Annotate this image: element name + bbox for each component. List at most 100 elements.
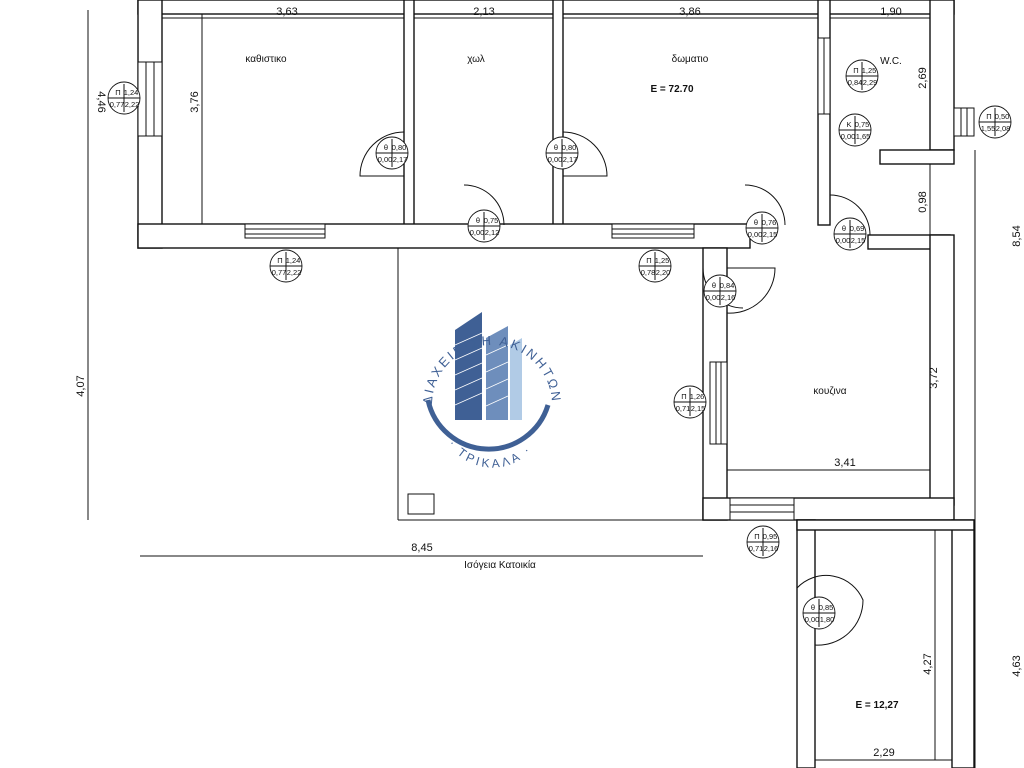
room-living: καθιστικο (245, 54, 287, 65)
opening-tag-width: 0,80 (562, 143, 577, 152)
window-kitchen-bottom (729, 497, 795, 521)
opening-tag-sill: 0,71 (749, 544, 764, 553)
room-labels: καθιστικο χωλ δωματιο E = 72.70 W.C. κου… (245, 54, 901, 711)
opening-tag-sill: 0,00 (706, 293, 721, 302)
opening-tag-type: Π (277, 256, 282, 265)
opening-tag-sill: 0,77 (110, 100, 125, 109)
opening-tag-width: 1,26 (690, 392, 705, 401)
dim-main-width: 8,45 (411, 542, 432, 554)
room-bedroom: δωματιο (672, 54, 709, 65)
opening-tag-sill: 0,78 (641, 268, 656, 277)
opening-tag-width: 1,24 (124, 88, 139, 97)
window-wc-right (953, 107, 975, 137)
dim-annex-width: 2,29 (873, 747, 894, 759)
opening-tag-sill: 0,00 (378, 155, 393, 164)
opening-tag-sill: 0,00 (548, 155, 563, 164)
window-wc-left (817, 37, 831, 115)
opening-tag-height: 2,17 (563, 155, 578, 164)
opening-tag-type: θ (384, 143, 388, 152)
opening-tag-type: θ (811, 603, 815, 612)
opening-tag-type: Π (853, 66, 858, 75)
opening-tag-width: 1,24 (286, 256, 301, 265)
opening-tag-width: 0,76 (762, 218, 777, 227)
opening-tag-height: 2,16 (764, 544, 779, 553)
opening-tag-type: Κ (846, 120, 851, 129)
opening-tag-sill: 0,71 (676, 404, 691, 413)
opening-tag-height: 2,15 (763, 230, 778, 239)
opening-tag-height: 2,29 (863, 78, 878, 87)
opening-tag-type: Π (681, 392, 686, 401)
opening-tag-width: 1,25 (862, 66, 877, 75)
dim-wc-depth: 2,69 (917, 67, 929, 88)
opening-tag-type: Π (986, 112, 991, 121)
dim-hall-width: 2,13 (473, 6, 494, 18)
opening-tag-height: 2,20 (656, 268, 671, 277)
building-icon (454, 312, 522, 420)
opening-tag-type: θ (554, 143, 558, 152)
dim-left-upper: 4,46 (95, 91, 107, 112)
opening-tag-height: 2,22 (125, 100, 140, 109)
opening-tag-sill: 1,55 (981, 124, 996, 133)
dim-annex-right: 4,63 (1011, 655, 1023, 676)
opening-tag-width: 0,75 (855, 120, 870, 129)
opening-tag-width: 0,85 (819, 603, 834, 612)
terrace-outline (397, 248, 703, 521)
opening-tag-width: 0,75 (484, 216, 499, 225)
opening-tag-type: Π (646, 256, 651, 265)
dim-annex-depth: 4,27 (922, 653, 934, 674)
plan-title: Ισόγεια Κατοικία (464, 559, 536, 571)
opening-tag-sill: 0,00 (805, 615, 820, 624)
opening-tag-width: 0,50 (995, 112, 1010, 121)
opening-tag-type: θ (842, 224, 846, 233)
window-living-bottom (244, 223, 326, 239)
opening-tag-type: θ (754, 218, 758, 227)
opening-tag-sill: 0,00 (836, 236, 851, 245)
opening-tag-height: 2,15 (691, 404, 706, 413)
dim-corridor-depth: 0,98 (917, 191, 929, 212)
dim-bedroom-width: 3,86 (679, 6, 700, 18)
opening-tag-height: 2,16 (721, 293, 736, 302)
dim-right-total: 8,54 (1011, 225, 1023, 246)
opening-tag-height: 2,08 (996, 124, 1011, 133)
dim-kitchen-width: 3,41 (834, 457, 855, 469)
opening-tag-sill: 0,00 (841, 132, 856, 141)
dim-living-width: 3,63 (276, 6, 297, 18)
opening-tag-sill: 0,77 (272, 268, 287, 277)
opening-tag-sill: 0,84 (848, 78, 863, 87)
room-area-main: E = 72.70 (650, 84, 694, 95)
window-bedroom-bottom (611, 223, 695, 239)
opening-tag-height: 2,15 (851, 236, 866, 245)
dim-wc-width: 1,90 (880, 6, 901, 18)
dimension-lines (87, 10, 936, 760)
opening-tag-height: 2,12 (485, 228, 500, 237)
room-kitchen: κουζινα (813, 386, 846, 397)
opening-tag-type: θ (476, 216, 480, 225)
opening-tag-type: θ (712, 281, 716, 290)
window-kitchen-left (709, 361, 728, 445)
windows (137, 37, 975, 521)
opening-tag-type: Π (754, 532, 759, 541)
room-hall: χωλ (467, 54, 485, 65)
dim-left-total: 4,07 (75, 375, 87, 396)
window-living-left (137, 61, 163, 137)
opening-tag-height: 2,17 (393, 155, 408, 164)
dim-kitchen-depth: 3,72 (928, 367, 940, 388)
opening-tag-height: 2,22 (287, 268, 302, 277)
opening-tag-width: 0,69 (850, 224, 865, 233)
